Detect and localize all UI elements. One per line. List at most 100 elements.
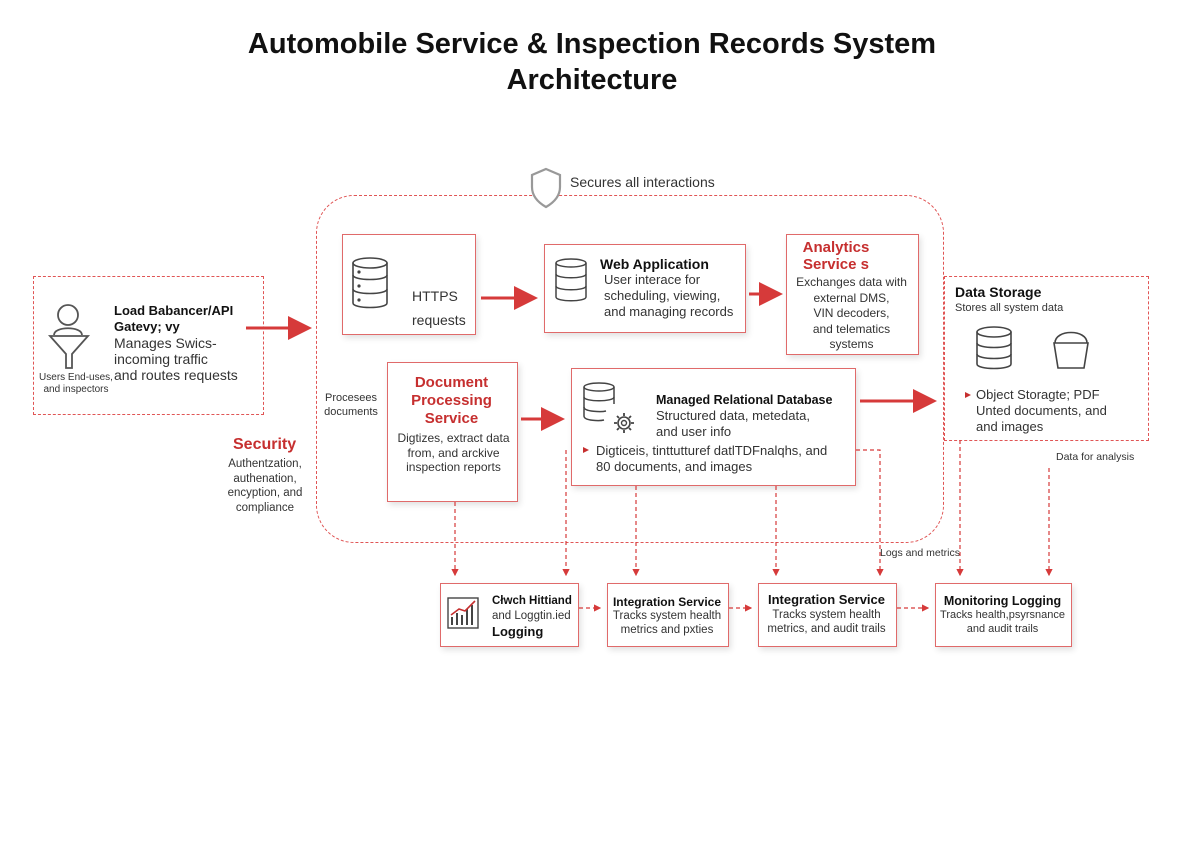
processes-line-1: Procesees [325,392,377,404]
load-balancer-desc: Manages Swics- incoming traffic and rout… [114,335,238,383]
server-icon [352,257,388,309]
title-line-2: Architecture [506,64,678,96]
web-app-line-1: User interace for [604,272,701,287]
users-caption-line-1: Users End-uses, [39,372,113,383]
web-app-line-2: scheduling, viewing, [604,288,721,303]
database-heading: Managed Relational Database [656,393,833,407]
secures-label: Secures all interactions [570,174,715,190]
bottom-box-3 [758,583,897,647]
relational-database-box [571,368,856,486]
analytics-service-box [786,234,919,355]
bullet-icon [965,392,971,398]
document-line-3: inspection reports [406,460,501,474]
analytics-line-1: Exchanges data with [796,275,907,289]
document-processing-box [387,362,518,502]
database-desc: Structured data, metedata, and user info [656,408,810,440]
data-storage-boundary [944,276,1149,441]
analytics-line-4: and telematics [812,321,891,336]
server-icon [555,258,587,302]
database-bullet-line-2: 80 documents, and images [596,459,753,474]
bottom-box-4 [935,583,1072,647]
bottom-box-3-line-1: Tracks system health [772,608,881,621]
bottom-box-2-text: Integration Service Tracks system health… [607,595,727,637]
bucket-icon [1053,331,1089,369]
bottom-box-2 [607,583,729,647]
security-line-4: compliance [235,501,295,514]
logs-and-metrics-label: Logs and metrics [880,547,960,559]
security-desc: Authentzation, authenation, encyption, a… [220,457,310,515]
analytics-heading-line-2: Service s [803,256,869,273]
storage-bullet-line-3: and images [976,419,1044,434]
security-line-2: authenation, [233,472,297,485]
document-heading-line-1: Document [414,374,489,391]
analytics-line-3: VIN decoders, [813,306,890,320]
lb-desc-line-2: incoming traffic [114,351,208,367]
bottom-box-3-heading: Integration Service [767,592,886,607]
https-line-1: HTTPS [412,288,458,304]
document-heading: Document Processing Service [387,374,516,428]
database-bullet-line-1: Digticeis, tinttutturef datlTDFnalqhs, a… [596,443,828,458]
security-line-3: encyption, and [227,487,303,499]
document-line-1: Digtizes, extract data [397,431,510,445]
lb-desc-line-1: Manages Swics- [114,335,217,351]
bottom-box-4-line-1: Tracks health,psyrsnance [940,609,1065,621]
gear-icon [614,413,634,433]
users-caption: Users End-uses, and inspectors [36,372,116,396]
core-services-boundary [316,195,944,543]
users-boundary [33,276,264,415]
processes-documents-label: Procesees documents [316,391,386,419]
web-app-desc: User interace for scheduling, viewing, a… [604,272,733,320]
bottom-box-4-heading: Monitoring Logging [943,594,1062,608]
bottom-box-3-text: Integration Service Tracks system health… [758,592,895,637]
analytics-heading: Analytics Service s [786,239,886,273]
analytics-line-2: external DMS, [813,290,890,305]
storage-bullet-line-1: Object Storagte; PDF [976,387,1100,402]
document-heading-line-3: Service [424,410,479,427]
web-app-line-3: and managing records [604,304,734,319]
bottom-box-4-line-2: and audit trails [966,623,1039,635]
database-line-2: and user info [656,424,732,439]
bottom-box-2-heading: Integration Service [612,595,722,609]
lb-desc-line-3: and routes requests [114,367,238,383]
database-icon [976,326,1012,370]
https-line-2: requests [412,312,466,328]
shield-icon [530,167,562,209]
load-balancer-heading: Load Babancer/API Gatevy; vy [114,303,233,335]
title-line-1: Automobile Service & Inspection Records … [247,28,937,60]
database-icon [583,382,615,422]
https-requests-box [342,234,476,335]
analytics-desc: Exchanges data with external DMS, VIN de… [786,275,917,353]
bottom-box-1-line-2: and Loggtin.ied [492,610,571,622]
web-app-heading: Web Application [600,256,709,272]
data-for-analysis-label: Data for analysis [1056,451,1135,463]
data-storage-heading: Data Storage [955,284,1042,300]
document-desc: Digtizes, extract data from, and arckive… [387,431,520,475]
bottom-box-2-line-2: metrics and pxties [620,624,714,636]
chart-icon [447,597,479,629]
document-line-2: from, and arckive [407,445,500,460]
analytics-heading-line-1: Analytics [802,239,870,256]
users-caption-line-2: and inspectors [43,384,109,395]
bottom-box-1 [440,583,579,647]
analytics-line-5: systems [829,337,874,351]
bottom-box-4-text: Monitoring Logging Tracks health,psyrsna… [935,594,1070,636]
bullet-icon [583,447,589,453]
database-bullet: Digticeis, tinttutturef datlTDFnalqhs, a… [596,443,827,475]
funnel-icon [48,335,90,369]
bottom-box-2-line-1: Tracks system health [612,610,722,622]
https-label: HTTPS requests [412,284,466,332]
security-line-1: Authentzation, [228,458,302,470]
storage-bullet-line-2: Unted documents, and [976,403,1107,418]
processes-line-2: documents [324,406,378,418]
page-title: Automobile Service & Inspection Records … [0,26,1184,98]
bottom-box-3-line-2: metrics, and audit trails [767,623,886,635]
lb-heading-line-1: Load Babancer/API [114,303,234,318]
data-storage-bullet: Object Storagte; PDF Unted documents, an… [976,387,1107,435]
lb-heading-line-2: Gatevy; vy [114,319,180,334]
bottom-box-1-text: Cłwch Hittiand and Loggtin.ied Logging [492,594,572,639]
user-icon [53,304,83,336]
security-heading: Security [233,436,297,453]
bottom-box-1-line-1: Cłwch Hittiand [492,595,572,607]
document-heading-line-2: Processing [411,392,492,409]
data-storage-subheading: Stores all system data [955,302,1064,314]
